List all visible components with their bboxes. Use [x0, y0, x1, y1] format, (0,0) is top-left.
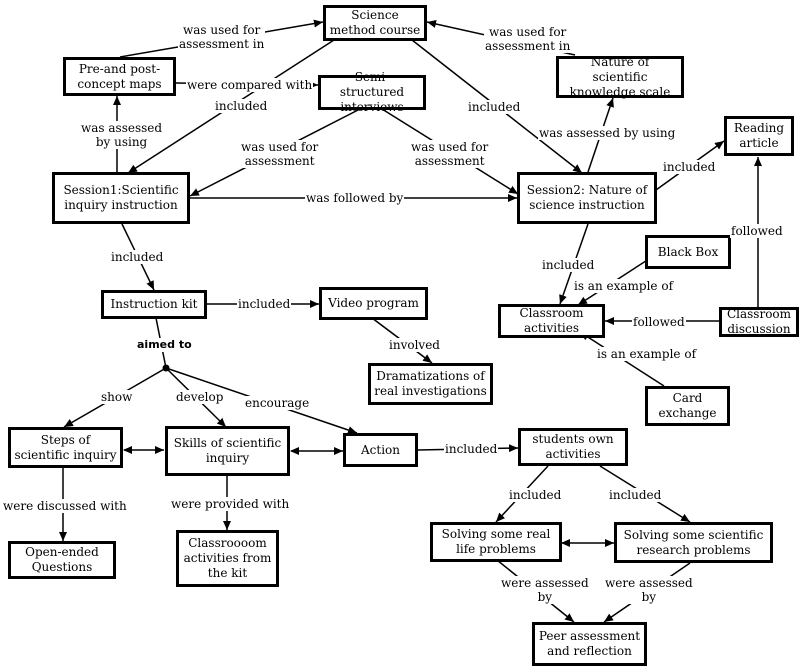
label-were-assessed-by-left: were assessed by	[500, 576, 590, 604]
node-black-box: Black Box	[645, 235, 731, 269]
label-was-followed-by: was followed by	[305, 191, 405, 205]
label-were-compared-with: were compared with	[186, 78, 314, 92]
node-skills-of-scientific-inquiry: Skills of scientific inquiry	[165, 426, 290, 476]
label-included-action: included	[444, 442, 499, 456]
label-aimed-to: aimed to	[136, 338, 193, 352]
label-included-reading: included	[662, 160, 717, 174]
node-action: Action	[343, 433, 418, 467]
label-encourage: encourage	[244, 396, 311, 410]
label-used-assessment-left: was used for assessment in	[178, 23, 266, 51]
label-was-assessed-by-using-right: was assessed by using	[538, 126, 677, 140]
node-classroom-discussion: Classroom discussion	[719, 307, 799, 337]
node-science-method-course: Science method course	[323, 5, 427, 41]
node-solving-real-life-problems: Solving some real life problems	[430, 522, 562, 562]
node-semi-structured-interviews: Semi-structured interviews	[318, 70, 426, 114]
label-followed-discussion: followed	[632, 315, 686, 329]
node-card-exchange: Card exchange	[645, 386, 730, 426]
label-develop: develop	[175, 390, 225, 404]
node-steps-of-scientific-inquiry: Steps of scientific inquiry	[8, 427, 123, 468]
aimed-to-junction	[162, 364, 170, 372]
node-dramatizations: Dramatizations of real investigations	[368, 363, 493, 405]
label-were-provided-with: were provided with	[170, 497, 291, 511]
node-open-ended-questions: Open-ended Questions	[8, 541, 116, 579]
label-used-assessment-mid-left: was used for assessment	[240, 140, 320, 168]
label-were-assessed-by-right: were assessed by	[604, 576, 694, 604]
node-nature-of-scientific-knowledge-scale: Nature of scientific knowledge scale	[556, 55, 684, 99]
node-instruction-kit: Instruction kit	[101, 290, 207, 319]
node-classroom-activities-from-kit: Classroooom activities from the kit	[176, 530, 279, 587]
label-example-card: is an example of	[596, 347, 698, 361]
label-included-video: included	[237, 297, 292, 311]
label-included-research: included	[608, 488, 663, 502]
node-session1: Session1:Scientific inquiry instruction	[52, 172, 190, 224]
label-included-kit: included	[110, 250, 165, 264]
node-classroom-activities: Classroom activities	[498, 304, 605, 338]
node-reading-article: Reading article	[724, 116, 794, 156]
label-were-discussed-with: were discussed with	[2, 499, 128, 513]
label-followed-reading: followed	[730, 224, 784, 238]
node-solving-research-problems: Solving some scientific research problem…	[614, 522, 773, 563]
label-included-session1: included	[214, 99, 269, 113]
node-video-program: Video program	[319, 287, 428, 320]
node-concept-maps: Pre-and post- concept maps	[63, 57, 176, 96]
node-peer-assessment: Peer assessment and reflection	[532, 622, 647, 666]
label-included-session2: included	[467, 100, 522, 114]
node-students-own-activities: students own activities	[518, 428, 628, 466]
label-included-classroom: included	[541, 258, 596, 272]
label-show: show	[100, 390, 134, 404]
label-involved: involved	[388, 338, 441, 352]
node-session2: Session2: Nature of science instruction	[517, 172, 657, 224]
label-used-assessment-mid-right: was used for assessment	[410, 140, 490, 168]
label-example-black-box: is an example of	[573, 279, 675, 293]
label-was-assessed-by-using-left: was assessed by using	[80, 121, 164, 149]
label-included-real: included	[508, 488, 563, 502]
label-used-assessment-right: was used for assessment in	[484, 25, 572, 53]
